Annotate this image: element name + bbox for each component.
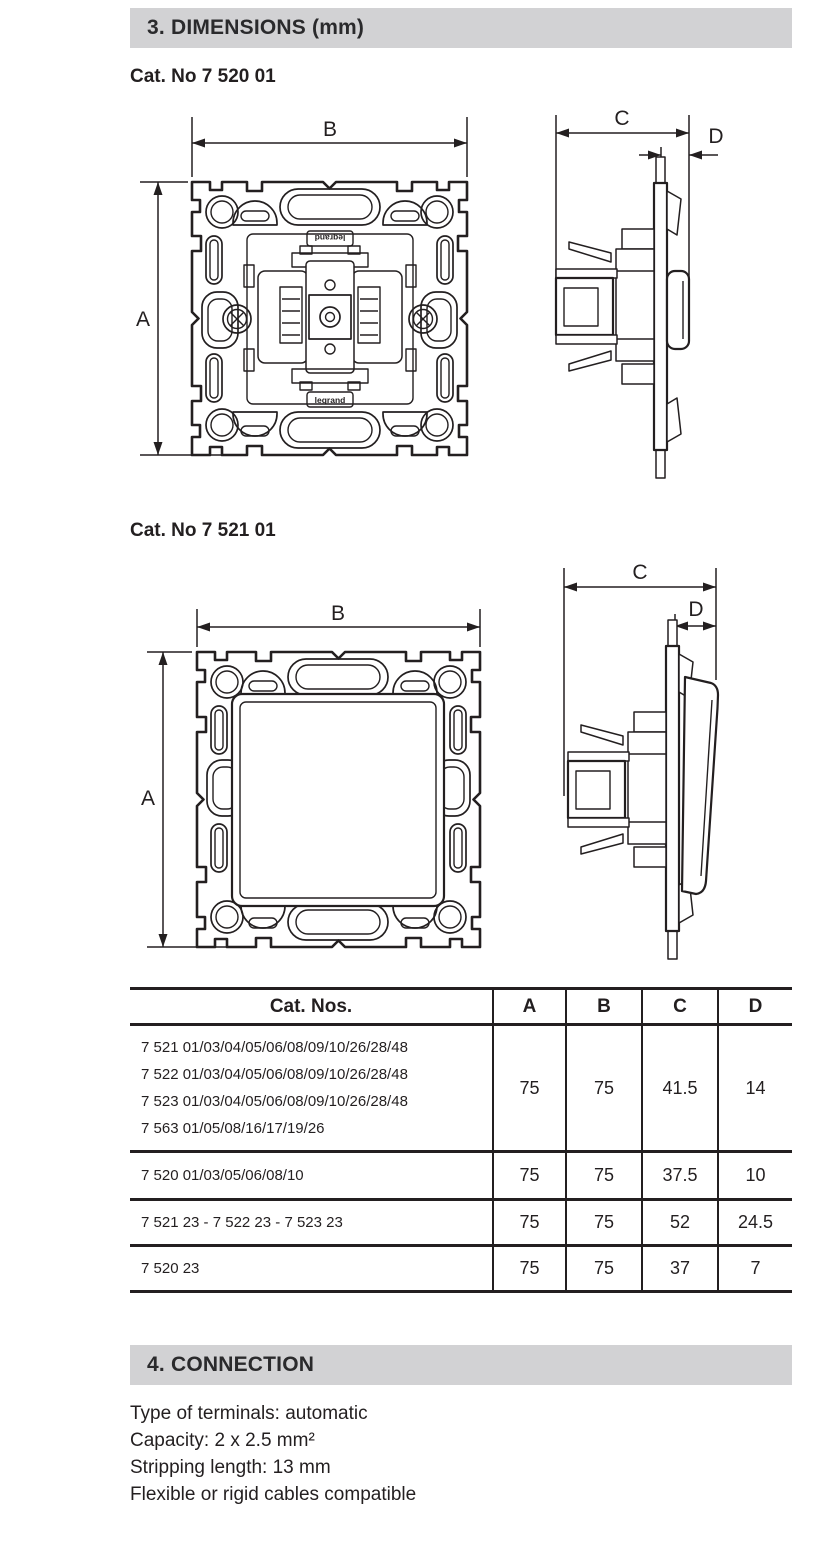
frame-plate-edge (652, 181, 669, 452)
table-row: 7 520 01/03/05/06/08/10 75 75 37.5 10 (130, 1151, 792, 1201)
dimension-label-c: C (632, 561, 647, 584)
cell-b: 75 (565, 1151, 642, 1201)
legrand-logo-top: legrand (306, 230, 354, 247)
cell-b: 75 (565, 1199, 642, 1247)
connection-spec-line: Capacity: 2 x 2.5 mm² (130, 1430, 315, 1451)
col-header-a: A (492, 987, 566, 1026)
dimension-label-a: A (136, 308, 150, 331)
dimension-label-b: B (331, 602, 345, 625)
cell-d: 7 (717, 1245, 792, 1293)
mechanism (243, 245, 417, 391)
cell-b: 75 (565, 1024, 642, 1153)
col-header-d: D (717, 987, 792, 1026)
legrand-logo-text: legrand (315, 395, 346, 405)
cell-cat-nos: 7 521 23 - 7 522 23 - 7 523 23 (130, 1199, 493, 1247)
col-header-cat-nos: Cat. Nos. (130, 987, 493, 1026)
cell-c: 37.5 (641, 1151, 718, 1201)
section-dimensions-header: 3. DIMENSIONS (mm) (130, 8, 792, 48)
table-row: 7 520 23 75 75 37 7 (130, 1245, 792, 1293)
figure2-side-view: C D (563, 561, 720, 960)
dimension-b: B (196, 602, 481, 647)
figure1-side-view: C D (554, 107, 724, 479)
figure1-front-view: B A (136, 117, 469, 457)
cell-d: 14 (717, 1024, 792, 1153)
section-connection-title: 4. CONNECTION (147, 1353, 315, 1376)
section-dimensions-title: 3. DIMENSIONS (mm) (147, 16, 365, 39)
mechanism-side (554, 156, 691, 479)
mounting-claw-bottom (568, 350, 612, 372)
cell-c: 37 (641, 1245, 718, 1293)
cat-no-line: 7 521 01/03/04/05/06/08/09/10/26/28/48 (141, 1039, 408, 1056)
fixing-screw-right (408, 304, 438, 334)
mechanism-side (566, 619, 720, 960)
cat-no-line: 7 522 01/03/04/05/06/08/09/10/26/28/48 (141, 1066, 408, 1083)
cell-a: 75 (492, 1151, 566, 1201)
dimension-label-a: A (141, 787, 155, 810)
dimension-label-c: C (614, 107, 629, 130)
cell-a: 75 (492, 1024, 566, 1153)
legrand-logo-text: legrand (315, 233, 346, 243)
cat-no-line: 7 523 01/03/04/05/06/08/09/10/26/28/48 (141, 1093, 408, 1110)
cat-no-line: 7 520 01/03/05/06/08/10 (141, 1167, 304, 1184)
frame-plate-edge (664, 644, 681, 933)
col-header-b: B (565, 987, 642, 1026)
frame-bottom-tab (667, 928, 678, 960)
fixing-screw-left (222, 304, 252, 334)
dimension-b: B (191, 117, 468, 177)
cell-a: 75 (492, 1245, 566, 1293)
connection-spec-line: Stripping length: 13 mm (130, 1457, 331, 1478)
section-connection-header: 4. CONNECTION (130, 1345, 792, 1385)
cell-cat-nos: 7 520 23 (130, 1245, 493, 1293)
mounting-claw-top (580, 724, 624, 746)
rocker-button (230, 692, 446, 908)
table-row: 7 521 23 - 7 522 23 - 7 523 23 75 75 52 … (130, 1199, 792, 1247)
figure2-front-view: B A (141, 602, 482, 949)
cell-d: 24.5 (717, 1199, 792, 1247)
rocker-side (665, 269, 691, 351)
cat-no-line: 7 563 01/05/08/16/17/19/26 (141, 1120, 325, 1137)
cell-b: 75 (565, 1245, 642, 1293)
cell-cat-nos: 7 521 01/03/04/05/06/08/09/10/26/28/48 7… (130, 1024, 493, 1153)
cat-no-line: 7 521 23 - 7 522 23 - 7 523 23 (141, 1214, 343, 1231)
cell-cat-nos: 7 520 01/03/05/06/08/10 (130, 1151, 493, 1201)
dimension-c: C (563, 561, 717, 796)
figure1-caption: Cat. No 7 520 01 (130, 66, 276, 87)
connection-spec-line: Type of terminals: automatic (130, 1403, 368, 1424)
cell-c: 41.5 (641, 1024, 718, 1153)
cell-c: 52 (641, 1199, 718, 1247)
dimension-a: A (136, 181, 226, 456)
cat-no-line: 7 520 23 (141, 1260, 200, 1277)
frame-bottom-tab (655, 447, 666, 479)
col-header-c: C (641, 987, 718, 1026)
figure2-caption: Cat. No 7 521 01 (130, 520, 276, 541)
legrand-logo-bottom: legrand (306, 391, 354, 408)
table-header-row: Cat. Nos. A B C D (130, 987, 792, 1026)
cell-a: 75 (492, 1199, 566, 1247)
dimension-label-d: D (688, 598, 703, 621)
mounting-claw-bottom (580, 833, 624, 855)
connection-spec-line: Flexible or rigid cables compatible (130, 1484, 417, 1505)
dimension-a: A (141, 651, 236, 948)
connection-specs: Type of terminals: automatic Capacity: 2… (130, 1400, 416, 1508)
mounting-claw-top (568, 241, 612, 263)
table-row: 7 521 01/03/04/05/06/08/09/10/26/28/48 7… (130, 1024, 792, 1153)
dimension-label-d: D (708, 125, 723, 148)
rocker-side (680, 675, 720, 896)
dimension-d: D (639, 125, 724, 245)
dimension-label-b: B (323, 118, 337, 141)
dimensions-table: Cat. Nos. A B C D 7 521 01/03/04/05/06/0… (130, 987, 792, 1293)
cell-d: 10 (717, 1151, 792, 1201)
